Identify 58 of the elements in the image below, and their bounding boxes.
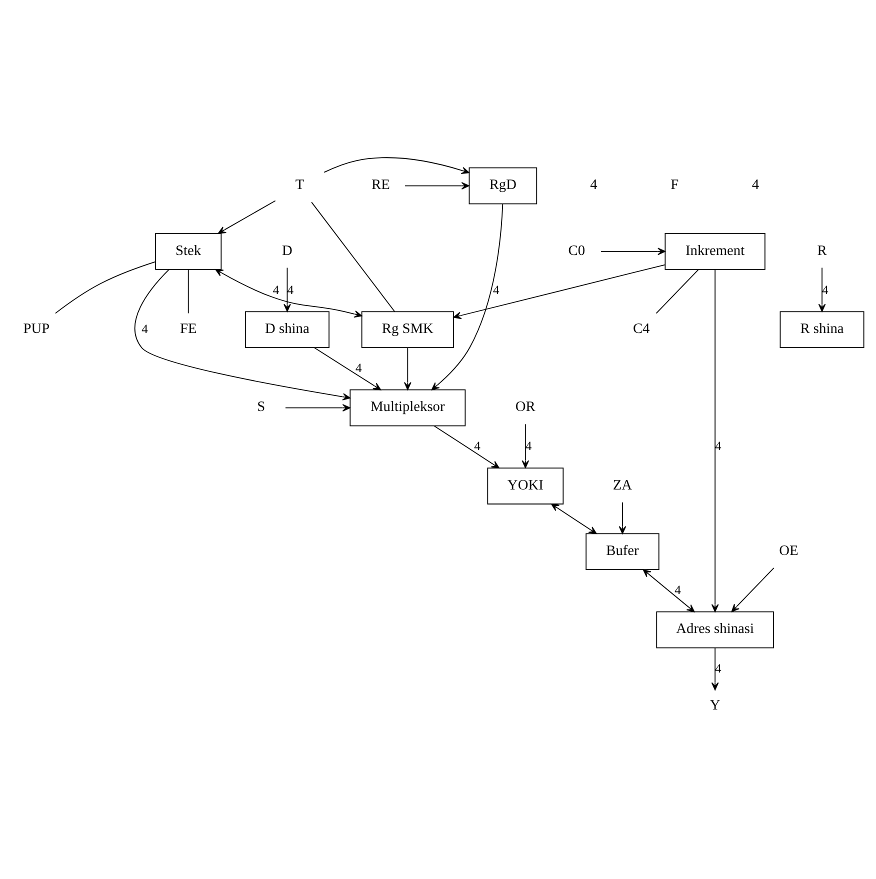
- label: 4: [752, 176, 760, 193]
- node-text: R: [817, 242, 827, 258]
- arrow: [434, 424, 500, 468]
- node-box: Inkrement: [664, 232, 766, 270]
- node-text: S: [257, 398, 266, 415]
- edge-label: 4: [715, 438, 722, 453]
- node-text: PUP: [23, 320, 50, 337]
- arrow: [218, 200, 276, 234]
- connector: [188, 268, 189, 314]
- edge-label: 4: [493, 282, 500, 296]
- arrow: [404, 182, 470, 189]
- arrow: [600, 247, 666, 255]
- arrow: [731, 567, 774, 612]
- label: 4: [590, 176, 598, 193]
- connector: [311, 201, 396, 312]
- connector: [656, 268, 699, 314]
- node-text: Y: [710, 697, 720, 714]
- arrow: [711, 647, 719, 690]
- arrow: [134, 268, 351, 400]
- edge-label: 4: [272, 282, 280, 296]
- node-box: R shina: [780, 310, 864, 348]
- arrow: [324, 156, 470, 174]
- arrow: [711, 268, 719, 612]
- arrow: [618, 501, 626, 534]
- arrow: [284, 266, 291, 312]
- node-box: Stek: [155, 232, 222, 270]
- arrow: [215, 268, 362, 318]
- arrow: [550, 503, 597, 534]
- node-text: OR: [515, 398, 536, 415]
- node-text: C0: [568, 242, 586, 258]
- node-box: YOKI: [487, 467, 564, 504]
- node-text: D: [282, 242, 292, 258]
- node-box: Bufer: [586, 532, 660, 570]
- edge-label: 4: [715, 660, 722, 675]
- edge-label: 4: [674, 582, 681, 597]
- node-text: C4: [632, 320, 650, 337]
- connector: [54, 260, 156, 314]
- node-box: D shina: [244, 310, 330, 348]
- arrow: [404, 346, 412, 390]
- node-box: Adres shinasi: [656, 610, 774, 648]
- node-box: Multipleksor: [350, 388, 466, 426]
- node-text: RE: [372, 176, 390, 193]
- node-text: ZA: [612, 476, 632, 493]
- node-box: RgD: [468, 166, 538, 204]
- arrow: [453, 264, 666, 319]
- edge-label: 4: [287, 282, 294, 296]
- arrow: [285, 404, 350, 411]
- node-text: FE: [180, 320, 197, 337]
- node-text: T: [295, 176, 304, 193]
- edge-label: 4: [474, 438, 480, 453]
- arrow: [431, 202, 504, 390]
- edge-label: 4: [356, 360, 362, 375]
- node-text: OE: [779, 542, 798, 559]
- arrow: [314, 346, 382, 390]
- node-box: Rg SMK: [361, 310, 454, 348]
- edge-label: 4: [142, 321, 148, 336]
- label: F: [670, 176, 679, 193]
- arrow: [642, 568, 695, 612]
